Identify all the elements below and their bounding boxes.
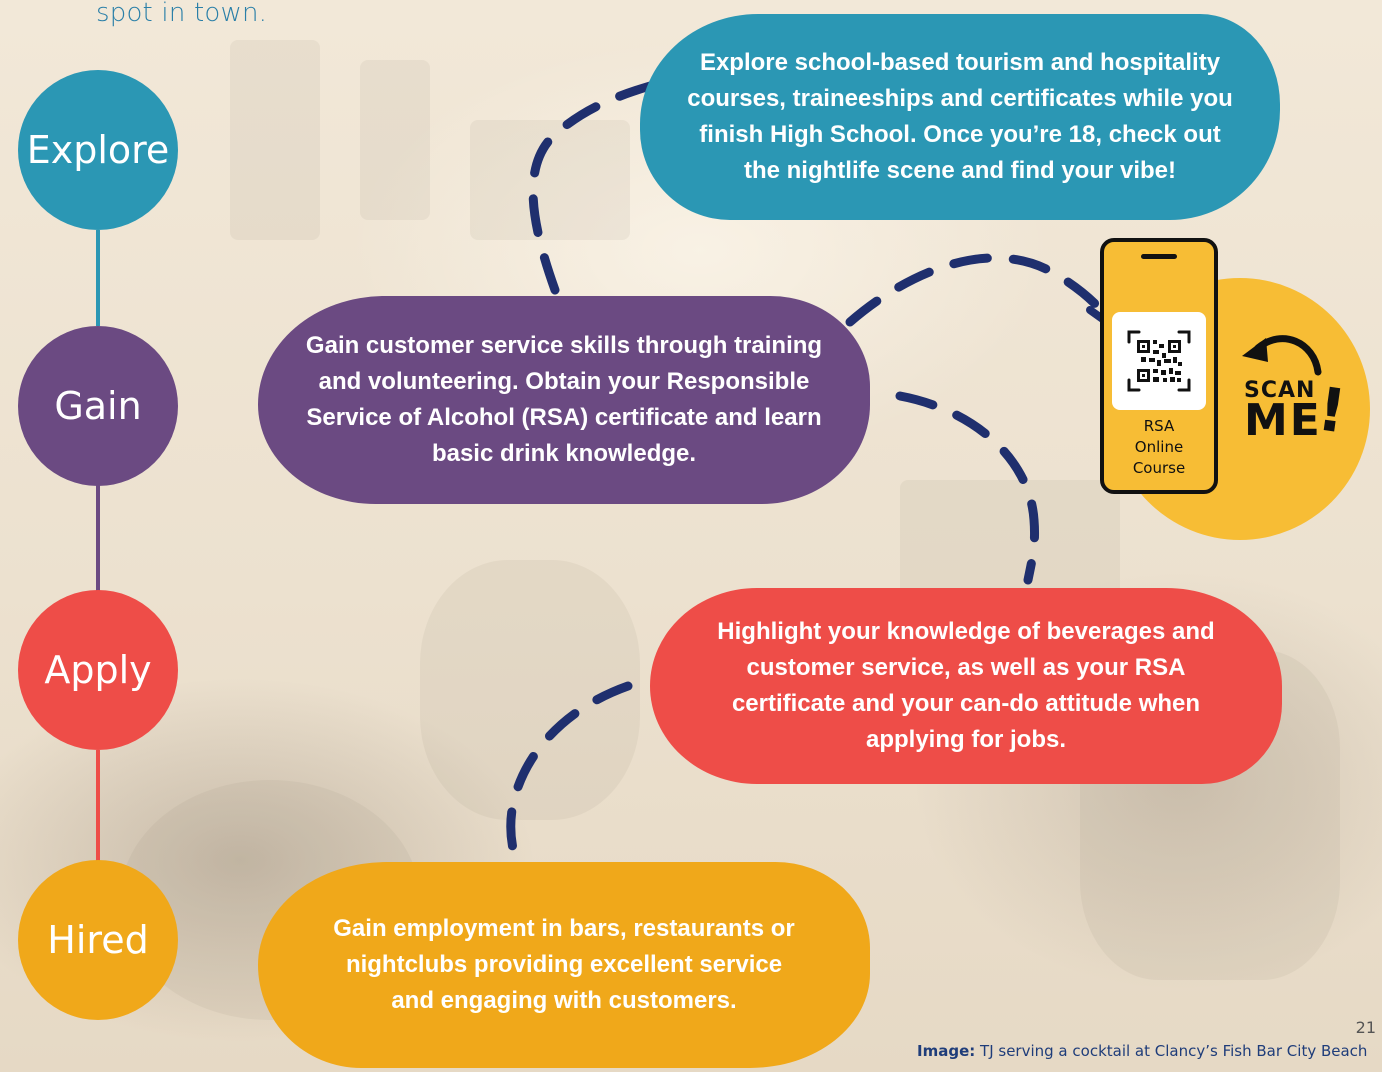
qr-code-box[interactable] <box>1112 312 1206 410</box>
page-number: 21 <box>1355 1018 1376 1037</box>
qr-code-icon <box>1127 330 1191 392</box>
apply-description: Highlight your knowledge of beverages an… <box>717 618 1215 753</box>
curved-arrow-icon <box>1242 335 1322 376</box>
gain-description: Gain customer service skills through tra… <box>305 332 823 467</box>
me-label: ME <box>1244 395 1322 446</box>
hired-description-blob: Gain employment in bars, restaurants or … <box>258 862 870 1068</box>
rsa-course-label: RSA Online Course <box>1132 417 1186 477</box>
connector-apply-hired <box>96 750 100 862</box>
caption-label: Image: <box>917 1042 976 1060</box>
explore-description-blob: Explore school-based tourism and hospita… <box>640 14 1280 220</box>
stage-explore: Explore <box>18 70 178 230</box>
caption-text: TJ serving a cocktail at Clancy’s Fish B… <box>980 1042 1368 1060</box>
stage-gain: Gain <box>18 326 178 486</box>
gain-description-blob: Gain customer service skills through tra… <box>258 296 870 504</box>
phone-qr-card[interactable]: RSA Online Course <box>1100 238 1218 494</box>
stage-apply: Apply <box>18 590 178 750</box>
image-caption: Image: TJ serving a cocktail at Clancy’s… <box>917 1042 1367 1060</box>
phone-speaker <box>1141 254 1177 259</box>
stage-hired: Hired <box>18 860 178 1020</box>
connector-explore-gain <box>96 230 100 326</box>
scan-label: SCAN <box>1244 378 1316 403</box>
apply-description-blob: Highlight your knowledge of beverages an… <box>650 588 1282 784</box>
intro-text: spot in town. <box>96 0 268 28</box>
hired-description: Gain employment in bars, restaurants or … <box>333 915 795 1014</box>
explore-description: Explore school-based tourism and hospita… <box>687 49 1233 184</box>
connector-gain-apply <box>96 482 100 592</box>
